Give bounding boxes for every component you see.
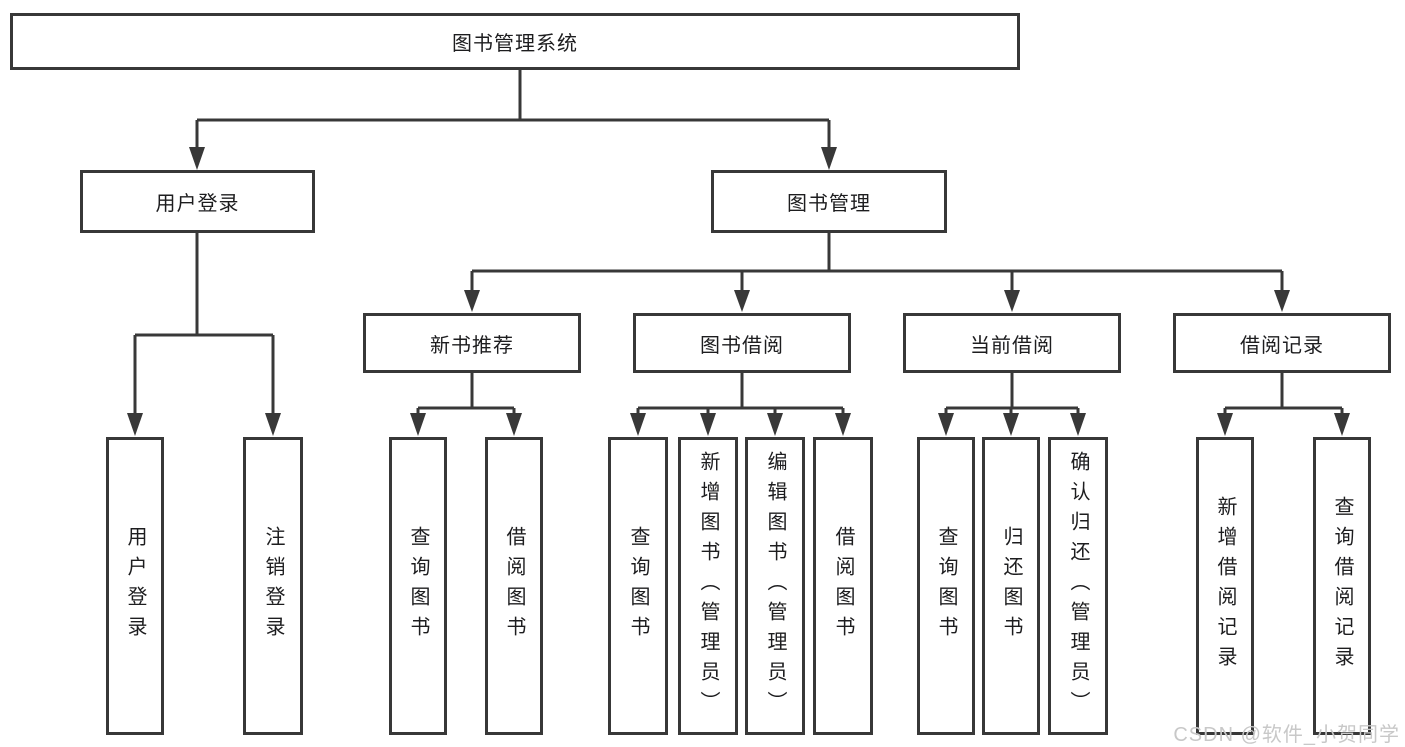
node-label: 图书管理系统 <box>452 33 578 55</box>
node-label: 图书借阅 <box>700 334 784 357</box>
node-label: 编辑图书（管理员） <box>764 451 786 721</box>
node-label: 新书推荐 <box>430 334 514 357</box>
arrowhead <box>734 290 750 312</box>
leaf-nb-borrow-books: 借阅图书 <box>485 437 543 735</box>
connector-book-borrowing-children <box>636 373 845 415</box>
node-label: 借阅记录 <box>1240 334 1324 357</box>
connector-borrowing-records-children <box>1223 373 1344 415</box>
arrowhead <box>630 413 646 436</box>
node-label: 用户登录 <box>155 193 240 215</box>
leaf-cb-return-books: 归还图书 <box>982 437 1040 735</box>
node-label: 查询图书 <box>627 526 649 646</box>
connector-book-management-children <box>470 233 1284 292</box>
arrowhead <box>265 413 281 436</box>
node-label: 确认归还（管理员） <box>1067 451 1089 721</box>
leaf-bb-borrow-books: 借阅图书 <box>813 437 873 735</box>
node-book-borrowing: 图书借阅 <box>633 313 851 373</box>
arrowhead <box>1217 413 1233 436</box>
node-label: 归还图书 <box>1000 526 1022 646</box>
leaf-logout: 注销登录 <box>243 437 303 735</box>
arrowhead <box>835 413 851 436</box>
watermark: CSDN @软件_小贺同学 <box>1173 724 1400 746</box>
leaf-user-login: 用户登录 <box>106 437 164 735</box>
node-label: 新增图书（管理员） <box>697 451 719 721</box>
node-label: 查询借阅记录 <box>1331 496 1353 676</box>
arrowhead <box>938 413 954 436</box>
node-new-book-recommendation: 新书推荐 <box>363 313 581 373</box>
leaf-br-query-record: 查询借阅记录 <box>1313 437 1371 735</box>
leaf-bb-add-books-admin: 新增图书（管理员） <box>678 437 738 735</box>
arrowhead <box>1003 413 1019 436</box>
arrowhead <box>189 147 205 170</box>
node-label: 查询图书 <box>935 526 957 646</box>
arrowhead <box>1334 413 1350 436</box>
arrowhead <box>1070 413 1086 436</box>
node-label: 查询图书 <box>407 526 429 646</box>
node-current-borrowing: 当前借阅 <box>903 313 1121 373</box>
arrowhead <box>410 413 426 436</box>
arrowhead <box>700 413 716 436</box>
node-label: 图书管理 <box>787 193 871 215</box>
connector-root-to-level2 <box>195 70 831 150</box>
arrowhead <box>1004 290 1020 312</box>
node-user-login: 用户登录 <box>80 170 315 233</box>
leaf-cb-query-books: 查询图书 <box>917 437 975 735</box>
connector-current-borrowing-children <box>944 373 1080 415</box>
node-label: 当前借阅 <box>970 334 1054 357</box>
node-label: 用户登录 <box>124 526 146 646</box>
node-borrowing-records: 借阅记录 <box>1173 313 1391 373</box>
arrowhead <box>127 413 143 436</box>
connector-user-login-children <box>133 233 275 415</box>
arrowhead <box>506 413 522 436</box>
arrowhead <box>464 290 480 312</box>
node-label: 借阅图书 <box>832 526 854 646</box>
connector-new-book-children <box>416 373 516 415</box>
leaf-nb-query-books: 查询图书 <box>389 437 447 735</box>
leaf-bb-query-books: 查询图书 <box>608 437 668 735</box>
node-label: 借阅图书 <box>503 526 525 646</box>
leaf-br-add-record: 新增借阅记录 <box>1196 437 1254 735</box>
arrowhead <box>767 413 783 436</box>
node-label: 新增借阅记录 <box>1214 496 1236 676</box>
arrowhead <box>821 147 837 170</box>
arrowhead <box>1274 290 1290 312</box>
node-library-management-system: 图书管理系统 <box>10 13 1020 70</box>
node-label: 注销登录 <box>262 526 284 646</box>
leaf-cb-confirm-return-admin: 确认归还（管理员） <box>1048 437 1108 735</box>
node-book-management: 图书管理 <box>711 170 947 233</box>
leaf-bb-edit-books-admin: 编辑图书（管理员） <box>745 437 805 735</box>
